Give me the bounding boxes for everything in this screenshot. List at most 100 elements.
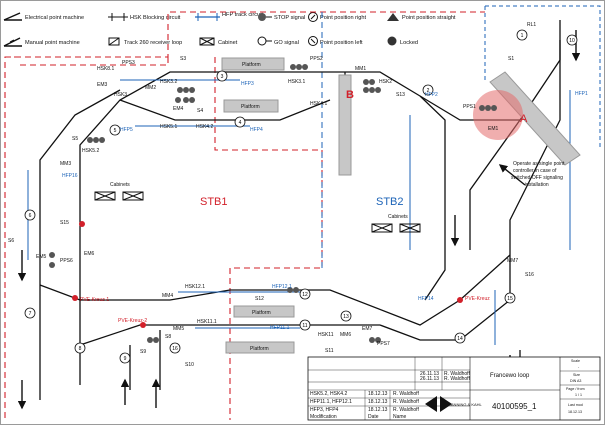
cabinets-right-label: Cabinets [388, 214, 408, 220]
label-hsk42: HSK4.2 [196, 124, 213, 130]
tb-rev-3-mod: HFP3, HFP4 [310, 407, 339, 413]
kreuz-1-label: PVE-Kreuz-1 [80, 297, 109, 303]
marker-number: 9 [124, 356, 127, 362]
tb-name-2: R. Waldhoff [444, 376, 470, 382]
label-s16: S16 [525, 272, 534, 278]
tb-col-date: Date [368, 414, 379, 420]
label-hsk52: HSK5.2 [82, 148, 99, 154]
label-hsk121: HSK12.1 [185, 284, 205, 290]
label-hfp16: HFP16 [62, 173, 78, 179]
label-hsk3: HSK3 [114, 92, 127, 98]
label-s8: S8 [165, 334, 171, 340]
tb-scale-label: Scale [571, 359, 580, 363]
tb-rev-1-mod: HSK5.2, HSK4.2 [310, 391, 347, 397]
marker-number: 7 [29, 311, 32, 317]
marker-number: 6 [29, 213, 32, 219]
tb-rev-3-name: R. Waldhoff [393, 407, 419, 413]
label-s15: S15 [60, 220, 69, 226]
marker-circle [454, 332, 466, 344]
label-hsk81: HSK8.1 [97, 66, 114, 72]
label-hfp4: HFP4 [250, 127, 263, 133]
highlight-zone-a [473, 90, 523, 140]
legend-hfp-track: HFP track circuit [222, 12, 263, 18]
label-pps6: PPS6 [60, 258, 73, 264]
tb-col-name: Name [393, 414, 407, 420]
label-hfp1: HFP1 [575, 91, 588, 97]
platform-bottom-2-label: Platform [250, 346, 269, 352]
legend-stop-signal: STOP signal [274, 15, 305, 21]
tb-scale: - [578, 365, 580, 369]
legend-cabinet: Cabinet [218, 40, 238, 46]
label-hfp12b: HFP12.1 [272, 284, 292, 290]
tb-title: Francewo loop [490, 373, 530, 379]
annotation-line-4: installation [525, 182, 549, 188]
annotation-line-2: controller in case of [513, 168, 557, 174]
marker-number: 16 [172, 346, 178, 352]
platform-bottom-1-label: Platform [252, 310, 271, 316]
label-mm7: MM7 [507, 258, 518, 264]
label-mm1: MM1 [355, 66, 366, 72]
point-straight-icon [387, 13, 399, 21]
label-hfp11b: HFP11.1 [270, 325, 290, 331]
point-left-icon [308, 36, 318, 46]
legend-point-left: Point position left [320, 40, 363, 46]
label-s6: S6 [8, 238, 14, 244]
label-pps3: PPS3 [122, 60, 135, 66]
label-mm4: MM4 [162, 293, 173, 299]
signal-clusters [49, 64, 497, 343]
marker-circle [299, 288, 311, 300]
label-hfp5: HFP5 [120, 127, 133, 133]
label-hfp14: HFP14 [418, 296, 434, 302]
label-em1: EM1 [488, 126, 499, 132]
label-em4: EM4 [173, 106, 184, 112]
marker-circle [516, 29, 528, 41]
marker-number: 12 [302, 292, 308, 298]
marker-circle [216, 70, 228, 82]
legend-hfp-track-icon [195, 13, 220, 21]
label-rl1: RL1 [527, 22, 536, 28]
tb-name-1: R. Waldhoff [444, 371, 470, 377]
label-pps1: PPS1 [463, 104, 476, 110]
tb-rev-2-mod: HFP11.1, HFP12.1 [310, 399, 352, 405]
label-em3: EM3 [97, 82, 108, 88]
marker-circle [119, 352, 131, 364]
marker-circle [299, 319, 311, 331]
kreuz-points [72, 221, 463, 328]
kreuz-3-label: PVE-Kreuz [465, 296, 490, 302]
tb-lastmod-label: Last mod [568, 403, 583, 407]
marker-number: 11 [302, 323, 307, 329]
marker-number: 1 [521, 33, 524, 39]
tb-lastmod: 18.12.13 [568, 410, 582, 414]
platform-top-2 [223, 99, 279, 113]
marker-number: 4 [239, 120, 242, 126]
receiver-loop-icon [108, 37, 120, 46]
tb-page: 1 / 1 [575, 393, 582, 397]
label-hsk11: HSK11 [318, 332, 334, 338]
legend-locked: Locked [400, 40, 418, 46]
marker-circle [566, 34, 578, 46]
label-s12: S12 [255, 296, 264, 302]
marker-circle [24, 307, 36, 319]
label-s4: S4 [197, 108, 203, 114]
marker-number: 2 [427, 88, 430, 94]
platform-top-1 [221, 57, 285, 71]
cabinets-left: Cabinets [94, 182, 144, 201]
legend-point-straight: Point position straight [402, 15, 456, 21]
platform-top-1-label: Platform [242, 62, 261, 68]
marker-circle [109, 124, 121, 136]
legend: Electrical point machine HSK Blocking ci… [3, 12, 456, 47]
label-hsk111: HSK11.1 [197, 319, 217, 325]
hfp-text-labels: HFP3 HFP4 HFP5 HFP12.1 HFP11.1 HFP16 HFP… [62, 81, 588, 331]
label-s11: S11 [325, 348, 334, 354]
label-s1: S1 [508, 56, 514, 62]
zone-a-label: A [520, 113, 528, 125]
label-hsk32: HSK3.2 [160, 79, 177, 85]
legend-stop-signal-icon [258, 13, 272, 21]
marker-number: 15 [507, 296, 513, 302]
marker-circle [74, 342, 86, 354]
platform-top-2-label: Platform [241, 104, 260, 110]
zone-b-label: B [346, 89, 354, 101]
tracks [39, 20, 561, 400]
legend-point-right: Point position right [320, 15, 366, 21]
